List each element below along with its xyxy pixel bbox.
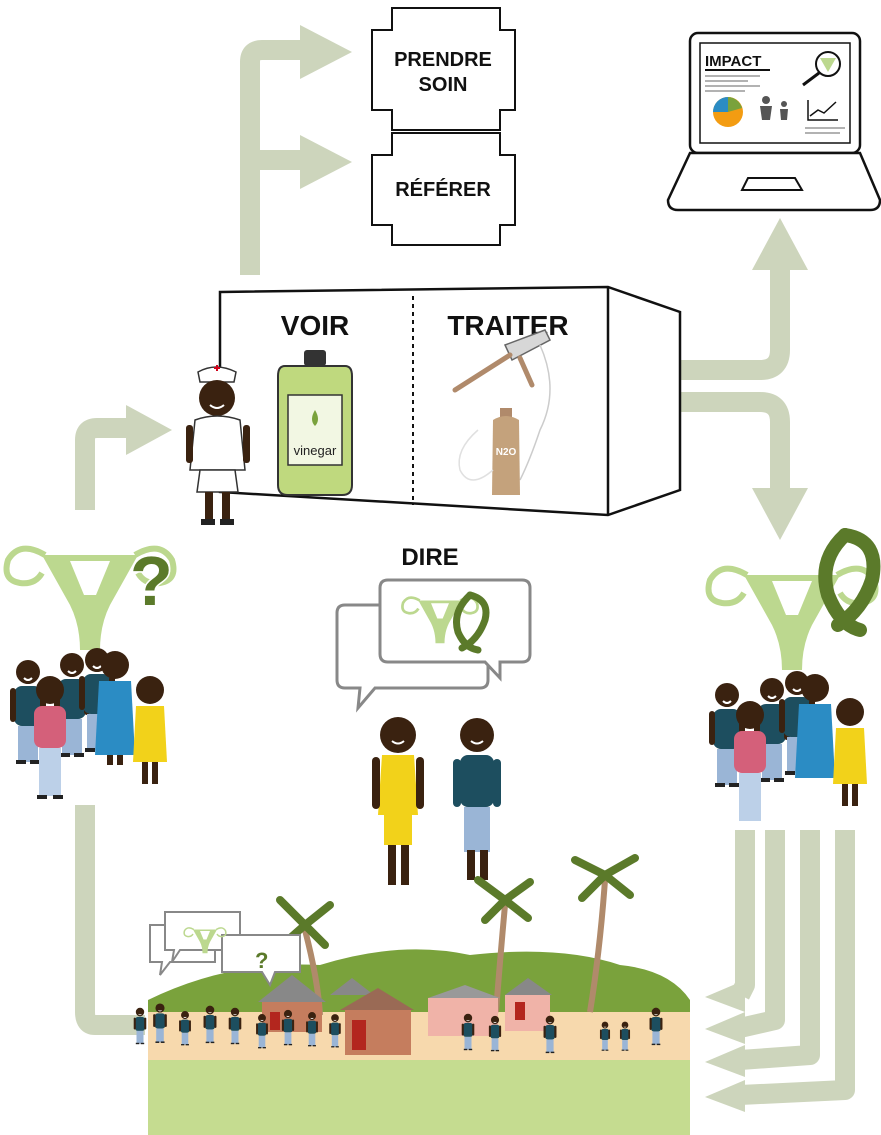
arrowhead-nurse xyxy=(126,405,172,455)
n2o-label: N2O xyxy=(496,447,517,458)
referer-label: RÉFÉRER xyxy=(395,178,491,201)
arrowhead-prendre-soin xyxy=(300,25,352,79)
arrowhead-laptop xyxy=(752,218,808,270)
pie-chart-icon xyxy=(713,97,743,127)
arrow-to-nurse xyxy=(75,418,130,510)
line-chart-icon xyxy=(807,100,838,121)
flow-arrows xyxy=(75,25,855,1105)
vinegar-label: vinegar xyxy=(294,443,337,458)
vinegar-bottle-icon: vinegar xyxy=(277,350,353,496)
arrowhead-referer xyxy=(300,135,352,189)
magnifier-icon xyxy=(802,51,841,87)
houses xyxy=(258,975,552,1055)
awareness-ribbon-icon xyxy=(818,528,881,637)
see-and-treat-box: VOIR TRAITER vinegar N2O xyxy=(218,285,682,517)
arrow-to-right-outcome xyxy=(640,392,790,495)
referer-box: RÉFÉRER xyxy=(371,132,516,246)
woman-yellow-dress xyxy=(372,717,424,885)
cryotherapy-gun-icon xyxy=(452,329,551,481)
arrow-women-to-village-2 xyxy=(737,830,785,1038)
village-question-icon: ? xyxy=(255,948,268,973)
impact-laptop: IMPACT xyxy=(666,31,881,212)
arrow-to-laptop xyxy=(640,260,790,380)
prendre-soin-box: PRENDRE SOIN xyxy=(371,7,516,131)
village-scene: ? xyxy=(133,854,690,1135)
arrow-women-to-village-1 xyxy=(731,830,755,1000)
arrow-to-prendre-soin xyxy=(240,40,305,275)
question-mark-icon: ? xyxy=(130,542,173,620)
arrowhead-right-outcome xyxy=(752,488,808,540)
arrow-women-to-village-4 xyxy=(739,830,855,1105)
women-group-right xyxy=(708,670,867,821)
voir-label: VOIR xyxy=(281,310,349,341)
arrow-village-to-women xyxy=(75,805,145,1035)
arrow-women-to-village-3 xyxy=(739,830,820,1070)
village-arrowheads xyxy=(705,980,745,1112)
impact-label: IMPACT xyxy=(705,53,761,70)
speech-bubbles xyxy=(335,578,532,713)
traiter-label: TRAITER xyxy=(447,310,568,341)
woman-teal-shirt xyxy=(453,718,501,880)
people-icon xyxy=(760,96,788,120)
women-group-left xyxy=(9,647,167,799)
nurse-figure xyxy=(186,365,250,525)
prendre-soin-label-line2: SOIN xyxy=(419,74,468,96)
dire-label: DIRE xyxy=(401,544,458,571)
n2o-tank-icon: N2O xyxy=(458,408,520,495)
prendre-soin-label-line1: PRENDRE xyxy=(394,49,492,71)
